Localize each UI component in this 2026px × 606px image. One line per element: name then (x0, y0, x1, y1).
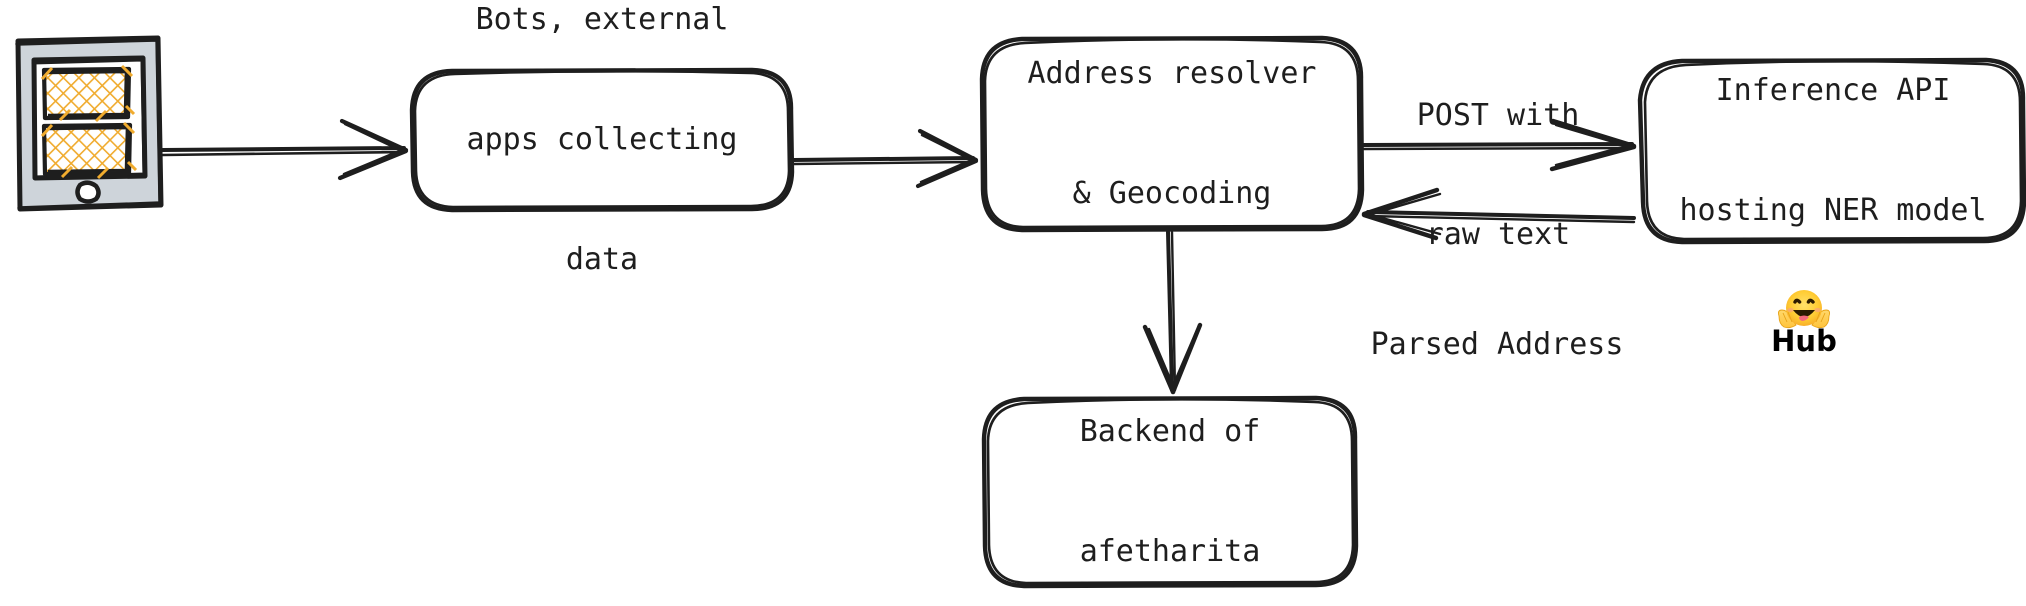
hub-label: Hub (1771, 324, 1837, 358)
node-address-resolver[interactable] (979, 35, 1365, 233)
mobile-phone-icon (15, 35, 164, 212)
hugging-face-glyph (1777, 290, 1831, 329)
edge-resolver-to-backend (1142, 230, 1203, 395)
edge-bots-to-resolver (792, 128, 979, 189)
edge-label-line-1: POST with (1416, 97, 1580, 133)
hugging-face-icon (1776, 286, 1832, 334)
node-bots-external-apps[interactable] (409, 67, 795, 213)
screen-content-block-2 (40, 121, 138, 180)
screen-content-block-1 (40, 64, 136, 123)
home-button-icon (75, 180, 101, 204)
edge-label-line-1: Parsed Address (1370, 326, 1624, 362)
edge-label-line-2: raw text (1425, 217, 1571, 253)
edge-label-post-with-raw-text: POST with raw text (1370, 16, 1626, 335)
node-inference-api[interactable] (1637, 57, 2026, 245)
edge-inference-to-resolver (1361, 187, 1636, 241)
node-backend-afetharita[interactable] (981, 395, 1359, 589)
edge-resolver-to-inference (1362, 118, 1637, 172)
huggingface-hub-branding: Hub (1748, 286, 1860, 362)
edge-device-to-bots (161, 118, 409, 181)
edge-label-parsed-address: Parsed Address (1352, 245, 1642, 444)
